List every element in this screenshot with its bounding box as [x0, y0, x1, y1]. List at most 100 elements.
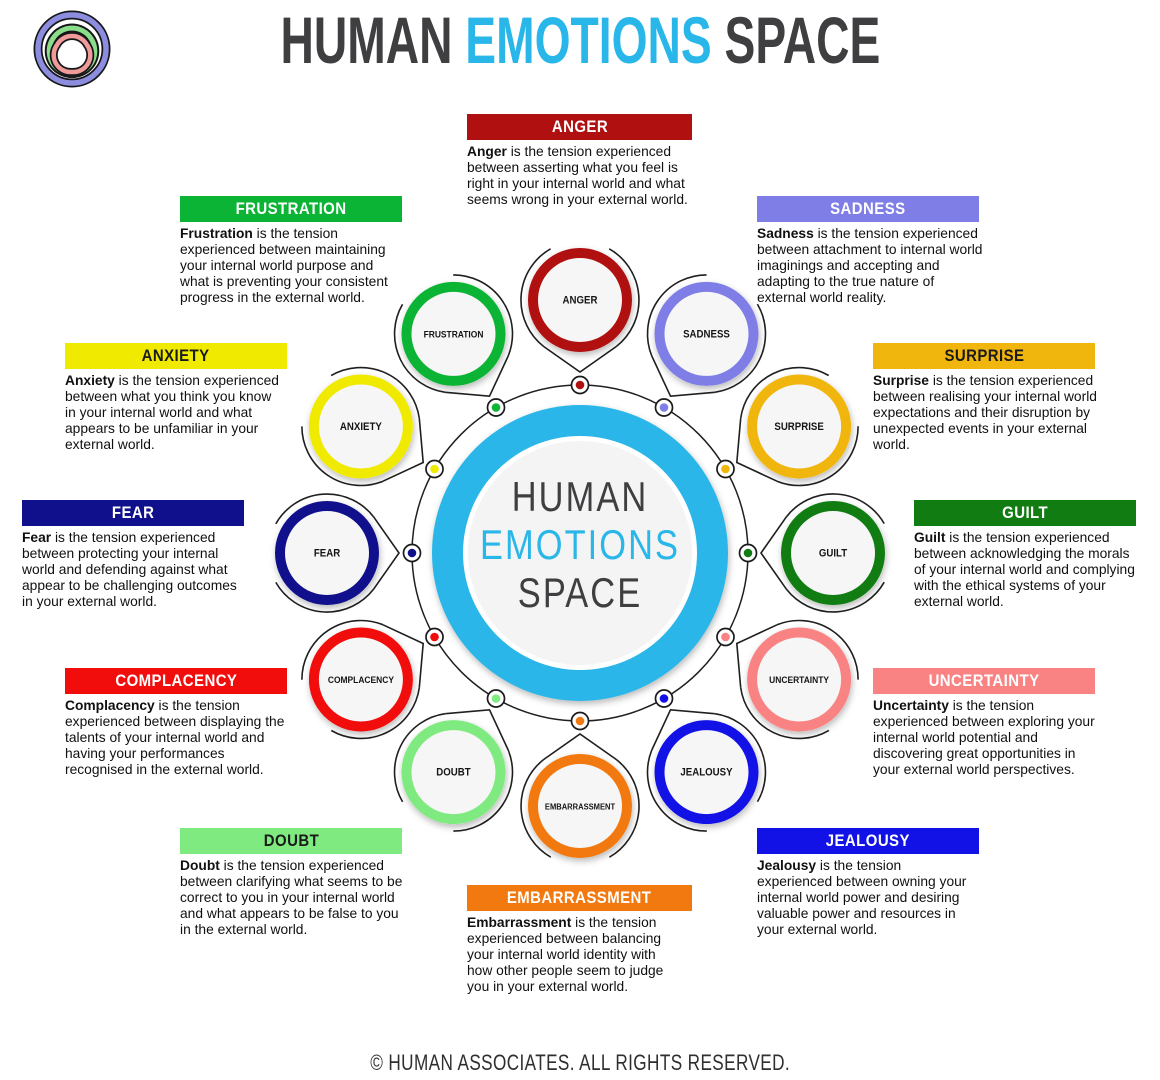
emotion-node-doubt: DOUBT	[393, 708, 514, 832]
emotion-header-anger: ANGER	[467, 114, 692, 140]
emotion-lead-word: Complacency	[65, 698, 155, 713]
emotion-header-uncertainty: UNCERTAINTY	[873, 668, 1095, 694]
emotion-header-embarrassment: EMBARRASSMENT	[467, 885, 692, 911]
emotion-description-sadness: Sadness is the tension experienced betwe…	[757, 226, 983, 305]
title-word-emotions: EMOTIONS	[464, 3, 712, 77]
emotion-header-label: JEALOUSY	[825, 831, 911, 850]
node-label-surprise: SURPRISE	[774, 422, 824, 434]
node-ring	[781, 501, 885, 605]
node-ring	[275, 501, 379, 605]
node-outline-arc	[739, 366, 830, 419]
emotion-lead-word: Doubt	[180, 858, 220, 873]
node-outline-arc	[739, 687, 830, 740]
emotion-header-label: DOUBT	[263, 831, 319, 850]
emotion-description-uncertainty: Uncertainty is the tension experienced b…	[873, 698, 1095, 777]
emotion-lead-word: Jealousy	[757, 858, 817, 873]
node-outline-arc	[785, 581, 885, 613]
node-outline-arc	[609, 758, 640, 858]
emotion-dot-sadness	[654, 398, 674, 417]
emotion-description-anger: Anger is the tension experienced between…	[467, 144, 688, 207]
emotion-description-surprise: Surprise is the tension experienced betw…	[873, 373, 1097, 452]
node-ring	[747, 627, 852, 732]
emotion-lead-word: Anxiety	[65, 373, 115, 388]
emotion-panel-complacency: COMPLACENCY Complacency is the tension ex…	[65, 668, 287, 778]
emotion-panel-sadness: SADNESS Sadness is the tension experience…	[757, 196, 987, 306]
emotion-description-complacency: Complacency is the tension experienced b…	[65, 698, 285, 777]
emotion-node-fear: FEAR	[275, 493, 400, 613]
emotion-header-jealousy: JEALOUSY	[757, 828, 979, 854]
emotion-panel-uncertainty: UNCERTAINTY Uncertainty is the tension ex…	[873, 668, 1099, 778]
emotion-lead-word: Sadness	[757, 226, 814, 241]
emotion-dot-doubt	[486, 689, 506, 708]
svg-text:COMPLACENCY: COMPLACENCY	[328, 675, 394, 686]
emotion-node-sadness: SADNESS	[646, 274, 767, 398]
emotion-description-jealousy: Jealousy is the tension experienced betw…	[757, 858, 967, 937]
emotion-node-uncertainty: UNCERTAINTY	[735, 619, 859, 740]
node-label-jealousy: JEALOUSY	[680, 767, 732, 779]
node-outline-arc	[714, 712, 767, 803]
node-outline-arc	[393, 712, 446, 803]
svg-text:SPACE: SPACE	[518, 570, 642, 617]
node-label-complacency: COMPLACENCY	[328, 675, 394, 686]
emotion-header-anxiety: ANXIETY	[65, 343, 287, 369]
footer-copyright: © HUMAN ASSOCIATES. ALL RIGHTS RESERVED.	[0, 1050, 1160, 1076]
emotion-node-complacency: COMPLACENCY	[301, 619, 425, 740]
emotion-lead-word: Surprise	[873, 373, 929, 388]
title-word-space: SPACE	[711, 3, 880, 77]
emotion-header-fear: FEAR	[22, 500, 244, 526]
emotion-dot-guilt	[738, 543, 758, 563]
svg-text:EMOTIONS: EMOTIONS	[480, 522, 680, 569]
node-outline-arc	[714, 303, 767, 394]
emotion-node-anger: ANGER	[520, 248, 640, 373]
svg-text:SADNESS: SADNESS	[683, 329, 730, 341]
node-outline-arc	[785, 493, 885, 524]
node-pointer-tail	[382, 418, 425, 482]
emotion-node-guilt: GUILT	[760, 493, 885, 613]
emotion-header-label: EMBARRASSMENT	[507, 888, 652, 907]
emotion-header-sadness: SADNESS	[757, 196, 979, 222]
emotion-node-frustration: FRUSTRATION	[393, 274, 514, 398]
node-pointer-tail	[372, 516, 400, 590]
emotion-panel-surprise: SURPRISE Surprise is the tension experien…	[873, 343, 1105, 453]
node-outline-arc	[330, 687, 421, 740]
emotion-header-label: FRUSTRATION	[235, 199, 347, 218]
emotion-header-label: COMPLACENCY	[114, 671, 238, 690]
emotion-description-guilt: Guilt is the tension experienced between…	[914, 530, 1135, 609]
emotion-description-embarrassment: Embarrassment is the tension experienced…	[467, 915, 664, 994]
svg-text:GUILT: GUILT	[819, 548, 848, 560]
center-inner-disc	[468, 441, 692, 665]
node-ring	[654, 281, 759, 386]
node-label-guilt: GUILT	[819, 548, 848, 560]
emotion-header-surprise: SURPRISE	[873, 343, 1095, 369]
node-pointer-tail	[735, 624, 778, 688]
node-outline-arc	[301, 426, 384, 487]
node-outline-arc	[520, 248, 551, 348]
svg-text:SURPRISE: SURPRISE	[774, 422, 824, 434]
node-outline-arc	[520, 758, 552, 858]
node-pointer-tail	[760, 516, 788, 590]
page-title: HUMAN EMOTIONS SPACE	[0, 2, 1160, 78]
emotion-panel-jealousy: JEALOUSY Jealousy is the tension experien…	[757, 828, 979, 938]
emotion-description-frustration: Frustration is the tension experienced b…	[180, 226, 388, 305]
footer-text: © HUMAN ASSOCIATES. ALL RIGHTS RESERVED.	[370, 1050, 790, 1075]
emotion-dot-surprise	[716, 459, 735, 479]
node-pointer-tail	[382, 624, 425, 688]
node-outline-arc	[646, 749, 707, 832]
emotion-dot-complacency	[425, 627, 444, 647]
emotion-header-label: UNCERTAINTY	[928, 671, 1040, 690]
node-ring	[308, 374, 413, 479]
emotion-lead-word: Embarrassment	[467, 915, 572, 930]
node-ring	[654, 720, 759, 825]
svg-text:EMBARRASSMENT: EMBARRASSMENT	[545, 802, 615, 812]
emotion-header-frustration: FRUSTRATION	[180, 196, 402, 222]
emotion-lead-word: Guilt	[914, 530, 946, 545]
svg-text:ANGER: ANGER	[563, 295, 598, 307]
node-label-frustration: FRUSTRATION	[424, 329, 484, 340]
center-text-emotions: EMOTIONS	[480, 522, 680, 569]
svg-text:FRUSTRATION: FRUSTRATION	[424, 329, 484, 340]
node-outline-arc	[330, 366, 421, 419]
